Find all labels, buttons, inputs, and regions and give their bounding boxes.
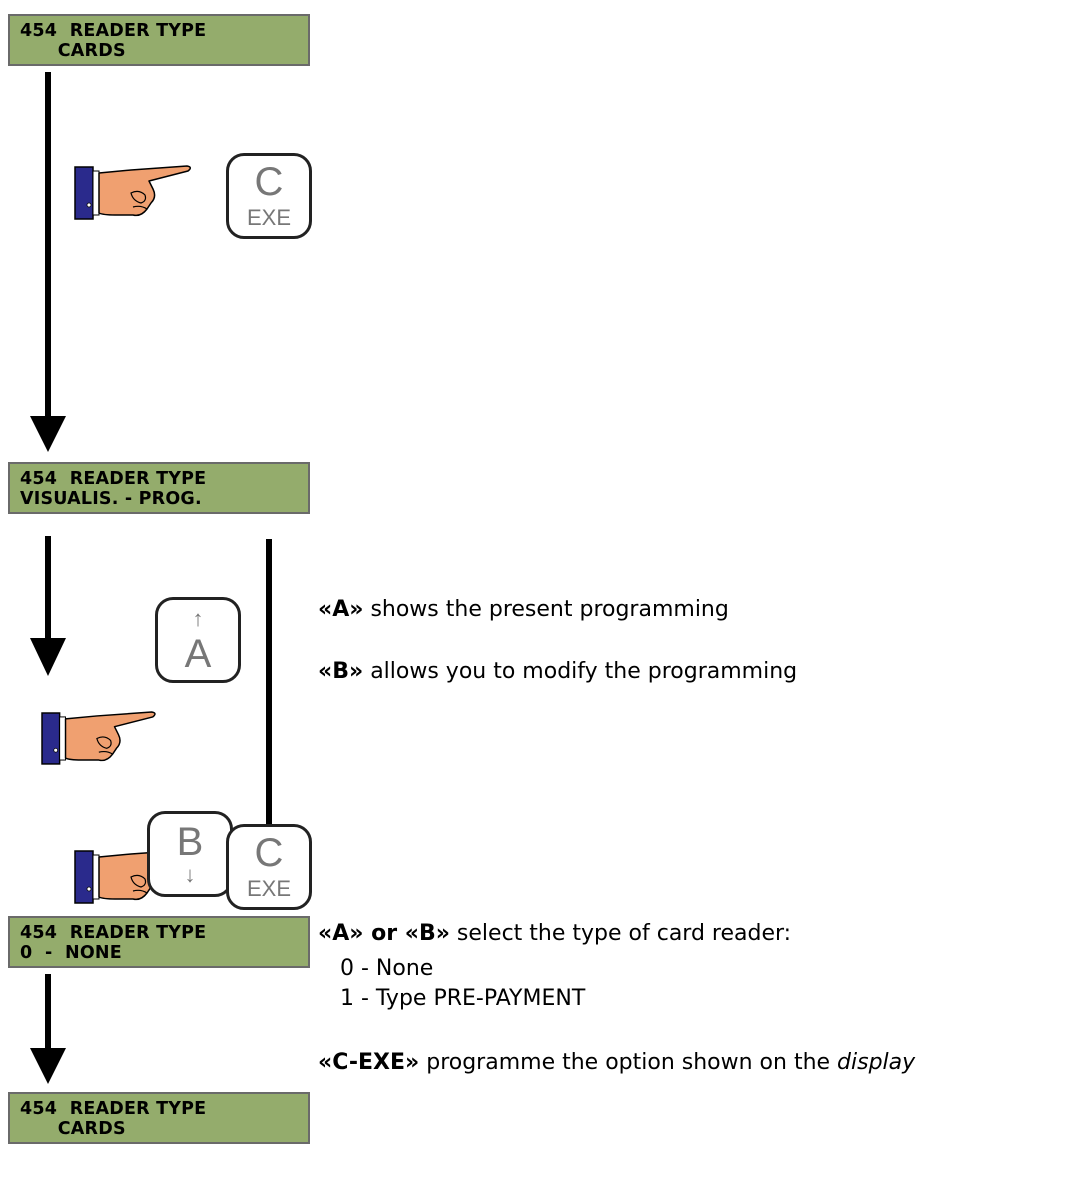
lcd-line-2: VISUALIS. - PROG. — [20, 489, 202, 509]
b-key[interactable]: B ↓ — [147, 811, 233, 897]
note-cexe-italic: display — [837, 1050, 916, 1075]
note-cexe: «C-EXE» programme the option shown on th… — [318, 1050, 915, 1076]
option-0: 0 - None — [340, 956, 434, 981]
lcd-line-2: 0 - NONE — [20, 943, 122, 963]
lcd-line-2: CARDS — [20, 1119, 126, 1139]
note-cexe-key: «C-EXE» — [318, 1050, 420, 1075]
note-a: «A» shows the present programming — [318, 597, 729, 623]
key-letter: C — [254, 160, 284, 204]
c-exe-key[interactable]: C EXE — [226, 153, 312, 239]
note-b-key: «B» — [318, 659, 364, 684]
lcd-line-2: CARDS — [20, 41, 126, 61]
arrow-down-icon — [30, 72, 66, 452]
note-ab-key: «A» or «B» — [318, 921, 450, 946]
lcd-display-option: 454 READER TYPE 0 - NONE — [8, 916, 310, 968]
arrow-down-icon: ↓ — [184, 862, 196, 887]
note-ab: «A» or «B» select the type of card reade… — [318, 921, 791, 947]
key-label: EXE — [246, 876, 292, 901]
pointing-hand-icon — [74, 165, 192, 220]
lcd-display-initial: 454 READER TYPE CARDS — [8, 14, 310, 66]
pointing-hand-icon — [41, 711, 156, 765]
arrow-up-icon: ↑ — [192, 606, 204, 631]
note-cexe-text: programme the option shown on the — [419, 1050, 838, 1075]
note-b-text: allows you to modify the programming — [363, 659, 798, 684]
key-letter: A — [184, 632, 212, 676]
key-letter: C — [254, 831, 284, 875]
lcd-line-1: 454 READER TYPE — [20, 923, 207, 943]
lcd-line-1: 454 READER TYPE — [20, 21, 207, 41]
a-key[interactable]: ↑ A — [155, 597, 241, 683]
note-b: «B» allows you to modify the programming — [318, 659, 797, 685]
lcd-display-visualis-prog: 454 READER TYPE VISUALIS. - PROG. — [8, 462, 310, 514]
note-ab-text: select the type of card reader: — [449, 921, 792, 946]
arrow-down-icon — [30, 536, 66, 676]
lcd-display-final: 454 READER TYPE CARDS — [8, 1092, 310, 1144]
arrow-down-icon — [30, 974, 66, 1084]
lcd-line-1: 454 READER TYPE — [20, 1099, 207, 1119]
c-exe-key[interactable]: C EXE — [226, 824, 312, 910]
note-a-text: shows the present programming — [363, 597, 729, 622]
key-label: EXE — [246, 205, 292, 230]
lcd-line-1: 454 READER TYPE — [20, 469, 207, 489]
key-letter: B — [176, 820, 204, 864]
option-1: 1 - Type PRE-PAYMENT — [340, 986, 586, 1011]
note-a-key: «A» — [318, 597, 364, 622]
